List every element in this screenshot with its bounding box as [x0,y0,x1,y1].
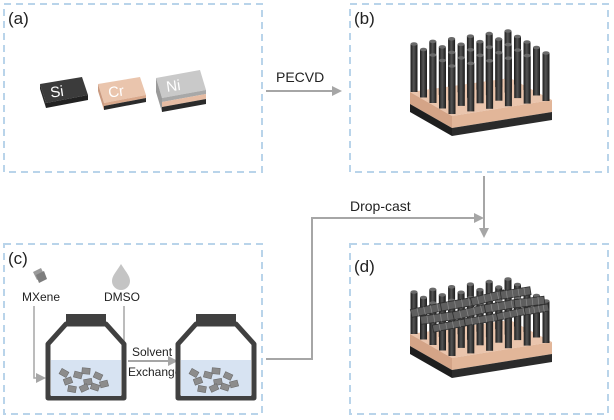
si-label: Si [49,83,65,102]
mxene-flake [202,370,214,380]
mxene-flake [92,371,104,381]
carbon-nanotube [457,56,465,106]
mxene-flake [81,367,91,375]
mxene-flake [228,379,240,389]
mxene-sheet [499,286,532,300]
mxene-flake [188,367,200,379]
dispersed-mxene-flakes [188,367,240,393]
cr-label: Cr [107,83,125,102]
panel-d-frame [349,243,609,415]
carbon-nanotube [533,45,540,96]
panel-a-label: (a) [8,9,29,28]
carbon-nanotube [514,48,522,99]
carbon-nanotube [410,42,418,92]
carbon-nanotube [429,53,437,103]
nanotube-forest [410,29,550,114]
carbon-nanotube [476,53,484,104]
panel-b-label: (b) [354,9,375,28]
panel-b-frame [349,3,609,173]
mxene-flake [72,370,84,380]
mxene-flake [219,382,231,392]
solvent-exchange-label-2: Exchange [128,365,182,379]
solvent-exchange-label-1: Solvent [132,345,173,359]
ni-substrate: Ni [156,70,206,112]
mxene-flake [62,376,74,386]
carbon-nanotube [495,50,503,101]
carbon-nanotube [420,47,427,98]
mxene-sheet [439,296,478,312]
carbon-nanotube [439,58,446,109]
dropcast-label: Drop-cast [350,198,411,214]
carbon-nanotube [448,64,456,114]
mxene-flake [192,376,204,386]
mxene-label: MXene [22,290,60,304]
carbon-nanotube [533,293,540,338]
carbon-nanotube [486,59,494,109]
dropcast-arrow [266,213,484,360]
mxene-flake [197,385,207,393]
mxene-flake [208,383,220,393]
mxene-flakes [58,367,110,393]
si-substrate: Si [40,77,88,108]
panel-d-label: (d) [354,257,375,276]
mxene-sheet-layer [409,286,550,333]
carbon-nanotube [429,301,437,345]
carbon-nanotube [523,53,531,104]
mxene-icon [33,268,47,283]
carbon-nanotube [467,61,475,112]
mxene-flake [211,367,221,375]
mxene-flake [89,382,101,392]
dmso-droplet-icon [112,264,130,290]
mxene-flake [98,379,110,389]
mxene-sheet [523,303,550,316]
mxene-flake [222,371,234,381]
carbon-nanotube [486,307,494,351]
dmso-label: DMSO [104,290,140,304]
mxene-flake [58,367,70,379]
pecvd-label: PECVD [276,69,324,85]
mxene-flake [67,385,77,393]
mxene-sheet [513,295,546,309]
mxene-guide-line [33,306,46,383]
cr-substrate: Cr [98,77,146,110]
panel-a-frame [3,3,263,173]
panel-c-label: (c) [8,249,28,268]
carbon-nanotube [542,51,550,101]
panel-c-frame [3,243,263,415]
carbon-nanotube [504,56,512,107]
mxene-flake [78,383,90,393]
ni-label: Ni [165,77,181,96]
